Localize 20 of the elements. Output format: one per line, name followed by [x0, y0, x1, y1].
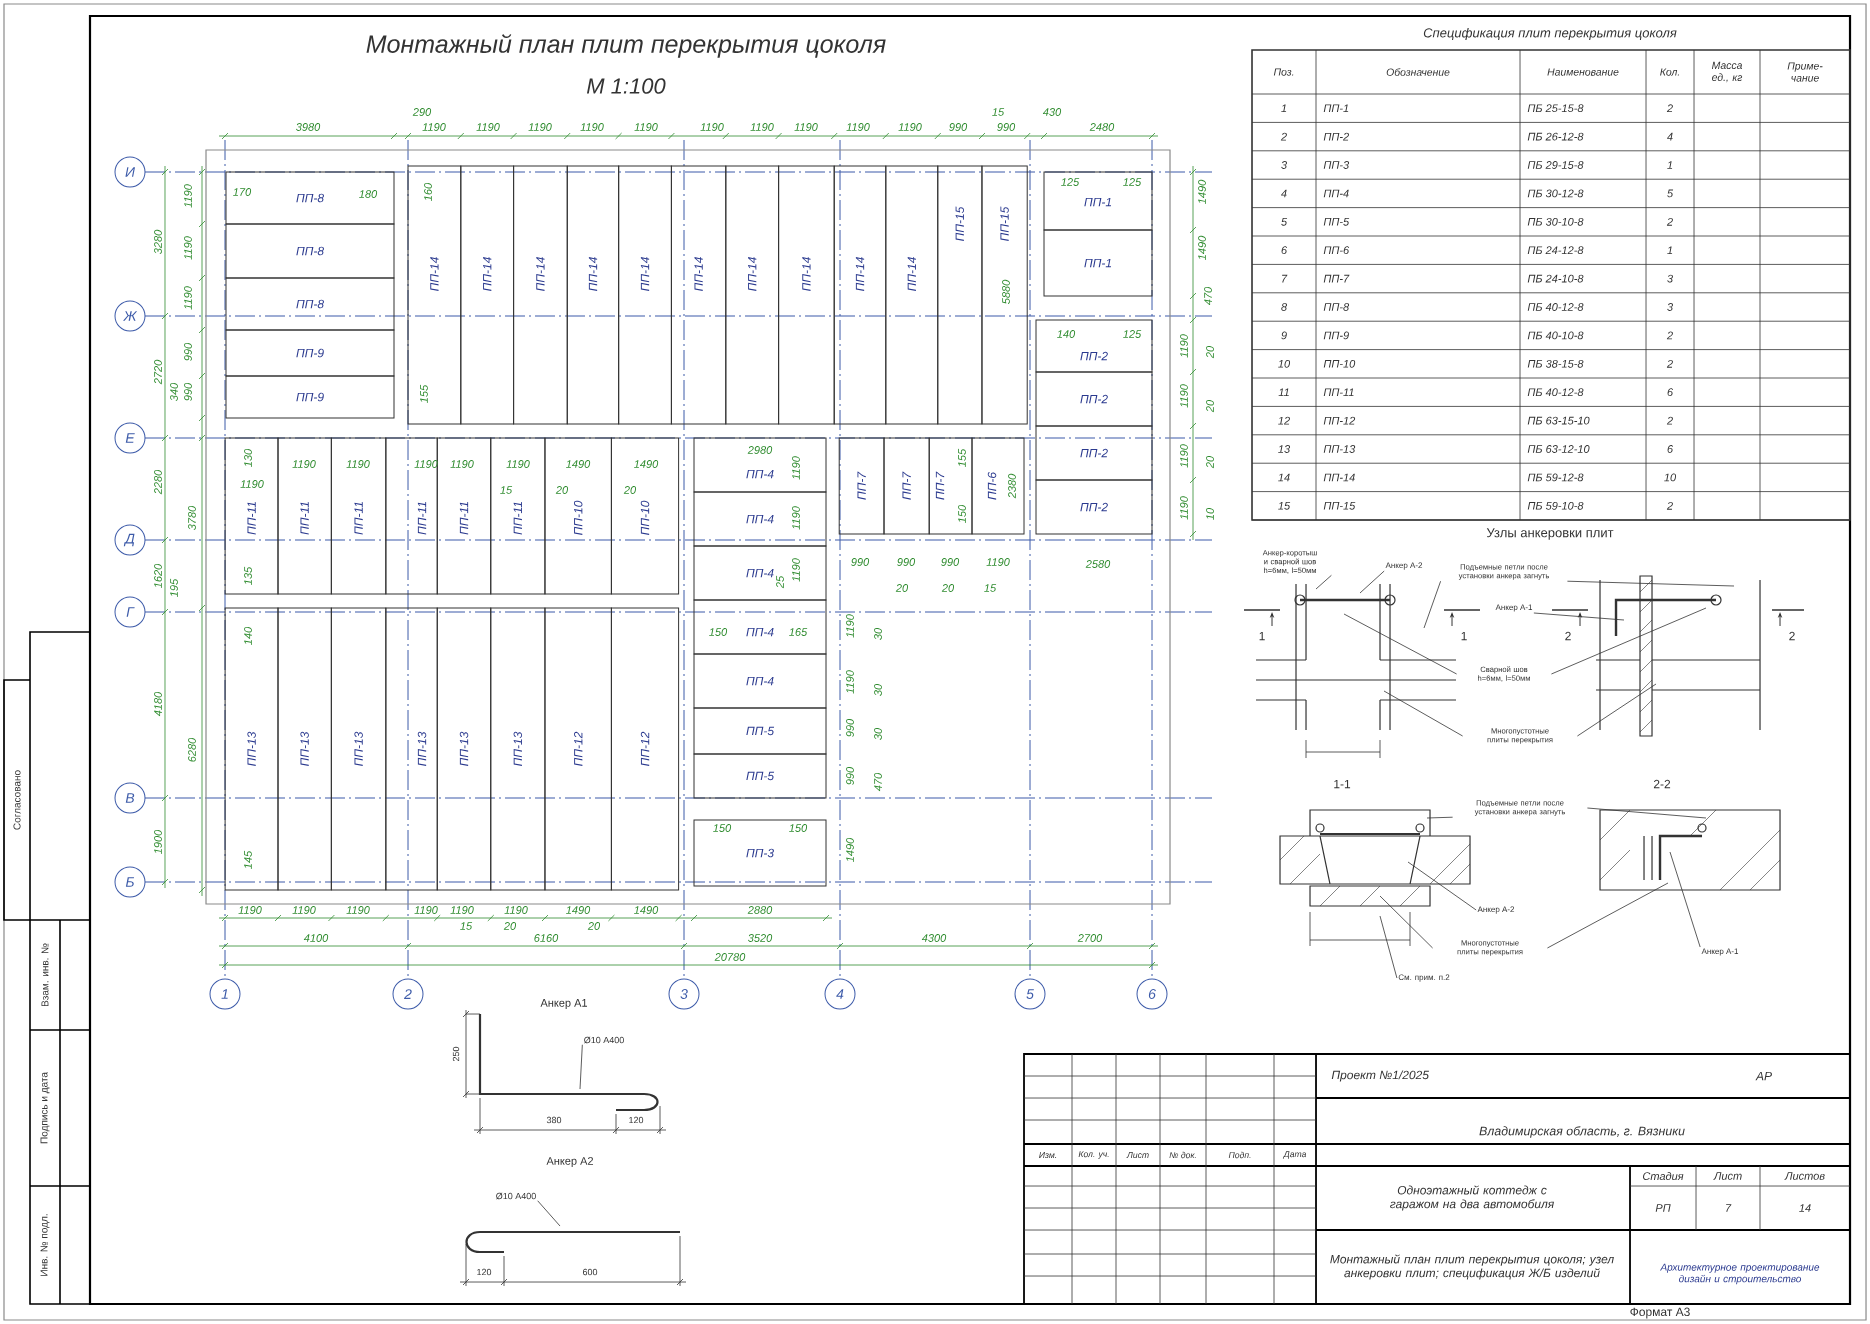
leader-line	[1343, 613, 1457, 675]
leader-line	[1587, 807, 1707, 819]
leader-line	[1383, 690, 1463, 737]
leader-line	[1577, 683, 1657, 737]
leader-line	[1379, 915, 1398, 979]
leader-line	[1547, 882, 1669, 949]
leader-line	[1407, 861, 1477, 911]
leader-line	[1426, 816, 1453, 819]
leader-line	[1669, 851, 1701, 948]
leader-line	[579, 1044, 583, 1090]
scale-text: М 1:100	[586, 78, 666, 94]
leader-line	[1359, 570, 1385, 594]
leader-line	[1533, 612, 1625, 621]
leader-line	[1423, 580, 1441, 629]
leader-line	[1567, 580, 1735, 587]
leader-line	[1551, 607, 1707, 675]
leader-line	[537, 1200, 561, 1227]
drawing-title: Монтажный план плит перекрытия цоколя	[366, 34, 886, 58]
leader-line	[1315, 574, 1332, 590]
leader-line	[1379, 895, 1433, 949]
